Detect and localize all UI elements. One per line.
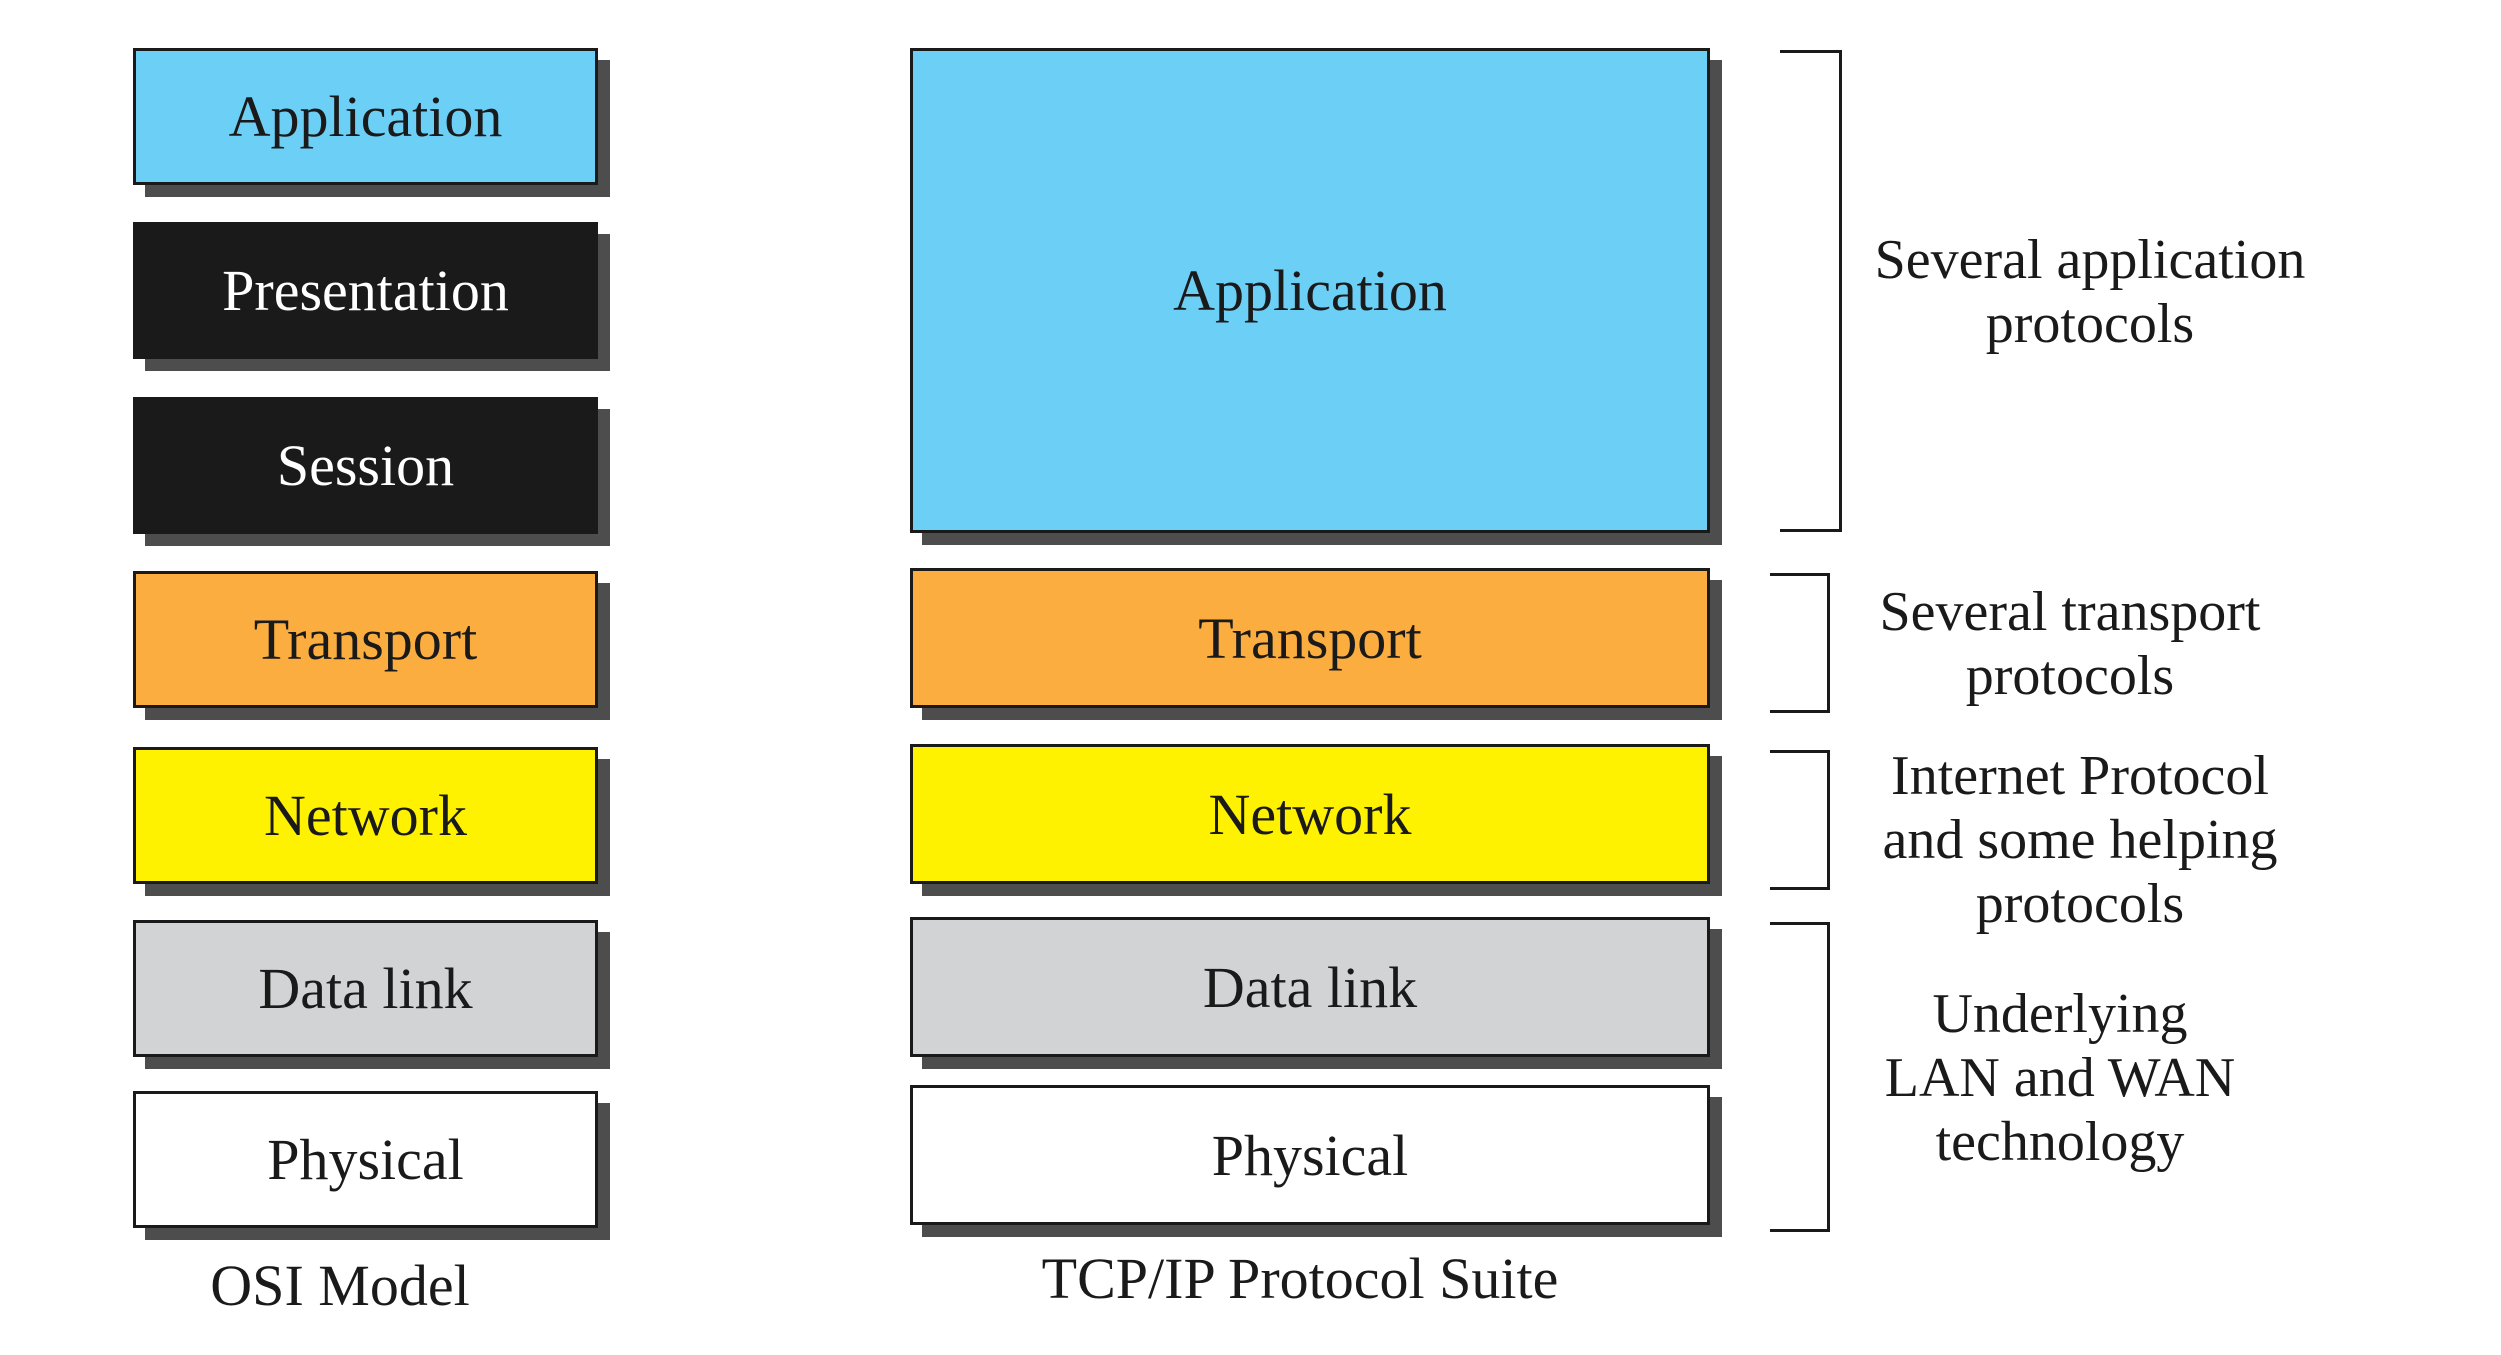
osi-layer-data-link: Data link bbox=[133, 920, 598, 1057]
osi-layer-presentation: Presentation bbox=[133, 222, 598, 359]
tcpip-layer-physical: Physical bbox=[910, 1085, 1710, 1225]
tcpip-layer-transport: Transport bbox=[910, 568, 1710, 708]
osi-layer-label: Application bbox=[228, 84, 503, 149]
tcpip-layer-label: Data link bbox=[1202, 954, 1418, 1020]
osi-layer-application: Application bbox=[133, 48, 598, 185]
tcpip-layer-network: Network bbox=[910, 744, 1710, 884]
osi-layer-network: Network bbox=[133, 747, 598, 884]
tcpip-layer-label: Physical bbox=[1211, 1122, 1409, 1188]
osi-layer-transport: Transport bbox=[133, 571, 598, 708]
osi-layer-physical: Physical bbox=[133, 1091, 598, 1228]
osi-layer-label: Data link bbox=[258, 956, 473, 1021]
osi-layer-label: Network bbox=[264, 783, 467, 848]
tcpip-layer-label: Network bbox=[1208, 781, 1412, 847]
note-application-protocols: Several application protocols bbox=[1874, 229, 2306, 355]
osi-layer-label: Presentation bbox=[222, 258, 509, 323]
tcpip-caption: TCP/IP Protocol Suite bbox=[1041, 1246, 1559, 1311]
tcpip-layer-label: Transport bbox=[1198, 605, 1422, 671]
bracket-network bbox=[1770, 750, 1830, 890]
bracket-transport bbox=[1770, 573, 1830, 713]
tcpip-layer-label: Application bbox=[1173, 258, 1447, 323]
osi-layer-label: Transport bbox=[253, 607, 478, 672]
bracket-application bbox=[1780, 50, 1842, 532]
tcpip-layer-data-link: Data link bbox=[910, 917, 1710, 1057]
osi-layer-session: Session bbox=[133, 397, 598, 534]
osi-layer-label: Physical bbox=[267, 1127, 464, 1192]
note-transport-protocols: Several transport protocols bbox=[1879, 581, 2261, 707]
tcpip-layer-application: Application bbox=[910, 48, 1710, 533]
note-underlying-technology: Underlying LAN and WAN technology bbox=[1884, 983, 2236, 1173]
osi-layer-label: Session bbox=[276, 433, 455, 498]
note-internet-protocol: Internet Protocol and some helping proto… bbox=[1882, 745, 2278, 935]
osi-caption: OSI Model bbox=[210, 1253, 470, 1318]
bracket-underlying bbox=[1770, 922, 1830, 1232]
